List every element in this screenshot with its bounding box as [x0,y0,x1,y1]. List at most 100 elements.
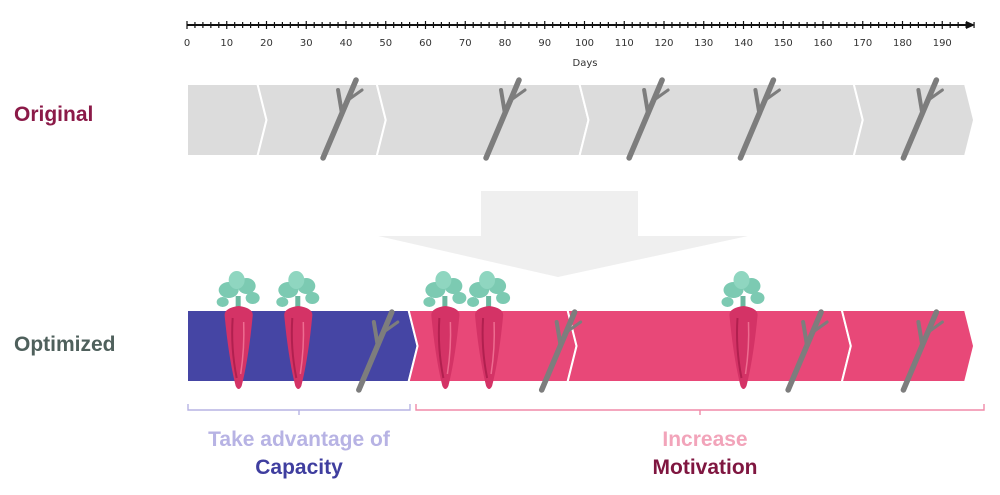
branch-twig [554,320,563,348]
carrot-shading [481,317,489,379]
carrot-leaf [288,271,305,289]
carrot-leaf [305,292,320,304]
carrot-icon [216,271,260,389]
timeline-segment [186,83,268,157]
carrot-leaf [216,297,229,307]
carrot-leaf [435,271,452,289]
branch-icon [538,309,583,393]
carrot-leaf [245,292,260,304]
axis-tick-label: 70 [459,38,472,49]
axis-tick-label: 180 [893,38,912,49]
carrot-highlight [490,321,496,375]
branch-twig [565,320,583,334]
axis-tick-label: 50 [379,38,392,49]
branch-icon [737,77,781,161]
timeline-segment [256,83,387,157]
axis-tick-label: 0 [184,38,190,49]
branch-icon [900,77,944,161]
timeline-segment [852,83,976,157]
branch-twig [763,88,781,102]
branch-icon [483,77,527,161]
branch-twig [916,320,925,348]
carrot-leaf [479,271,496,289]
branch-twig [382,320,400,334]
carrot-shading [290,317,298,379]
carrot-leaf [733,271,750,289]
timeline-segment [578,83,864,157]
branch-icon [900,309,944,393]
carrot-stalk [295,296,301,310]
row-label-optimized: Optimized [14,333,116,356]
branch-twig [652,88,670,102]
branch-icon [626,77,670,161]
branch-stem [737,77,777,161]
branch-twig [509,88,527,102]
carrot-icon [721,271,765,389]
capacity-caption-bottom: Capacity [255,456,343,479]
axis-tick-label: 10 [220,38,233,49]
braces [187,404,985,415]
branch-stem [900,309,940,393]
original-timeline-bar [186,77,976,161]
branch-stem [320,77,359,161]
branch-twig [916,88,925,116]
carrot-shading [231,317,238,379]
branch-stem [538,309,578,393]
optimized-timeline-bar [186,271,976,393]
carrot-icon [467,271,511,389]
branch-twig [753,88,762,116]
axis-tick-label: 140 [734,38,753,49]
axis-tick-label: 160 [813,38,832,49]
brace [187,404,411,415]
carrot-stalk [740,296,746,310]
carrot-highlight [299,321,305,375]
carrot-highlight [239,321,245,375]
carrot-leaf [496,292,511,304]
axis-arrowhead [966,21,975,29]
axis-tick-label: 190 [933,38,952,49]
down-arrow [378,191,748,277]
carrot-shading [437,317,445,379]
carrot-icon [276,271,320,389]
branch-twig [926,320,944,334]
axis-tick-label: 110 [615,38,634,49]
branch-twig [371,320,380,348]
carrot-leaf [228,271,245,289]
branch-stem [626,77,665,161]
carrot-highlight [744,321,750,375]
branch-twig [336,88,345,116]
axis-tick-label: 20 [260,38,273,49]
motivation-caption-bottom: Motivation [652,456,758,479]
axis-tick-label: 120 [654,38,673,49]
brace [415,404,985,415]
carrot-leaf [423,297,436,307]
axis-tick-label: 60 [419,38,432,49]
capacity-caption-top: Take advantage of [208,428,390,451]
motivation-caption: Increase Motivation [560,426,850,482]
branch-stem [356,309,395,393]
carrot-leaf [750,292,765,304]
carrot-leaf [467,297,480,307]
branch-icon [785,309,829,393]
carrot-stalk [442,296,448,310]
axis-tick-label: 40 [340,38,353,49]
branch-twig [926,88,944,102]
branch-icon [356,309,400,393]
carrot-leaf [452,292,467,304]
branch-twig [346,88,364,102]
carrot-stalk [235,296,241,310]
axis-tick-label: 80 [499,38,512,49]
timeline-segment [840,309,976,383]
axis-tick-label: 90 [538,38,551,49]
branch-icon [320,77,364,161]
axis-tick-label: 150 [774,38,793,49]
carrot-icon [423,271,467,389]
branch-twig [499,88,508,116]
axis-tick-label: 30 [300,38,313,49]
motivation-caption-top: Increase [662,428,748,451]
capacity-caption: Take advantage of Capacity [188,426,410,482]
carrot-shading [736,317,743,379]
branch-stem [483,77,522,161]
